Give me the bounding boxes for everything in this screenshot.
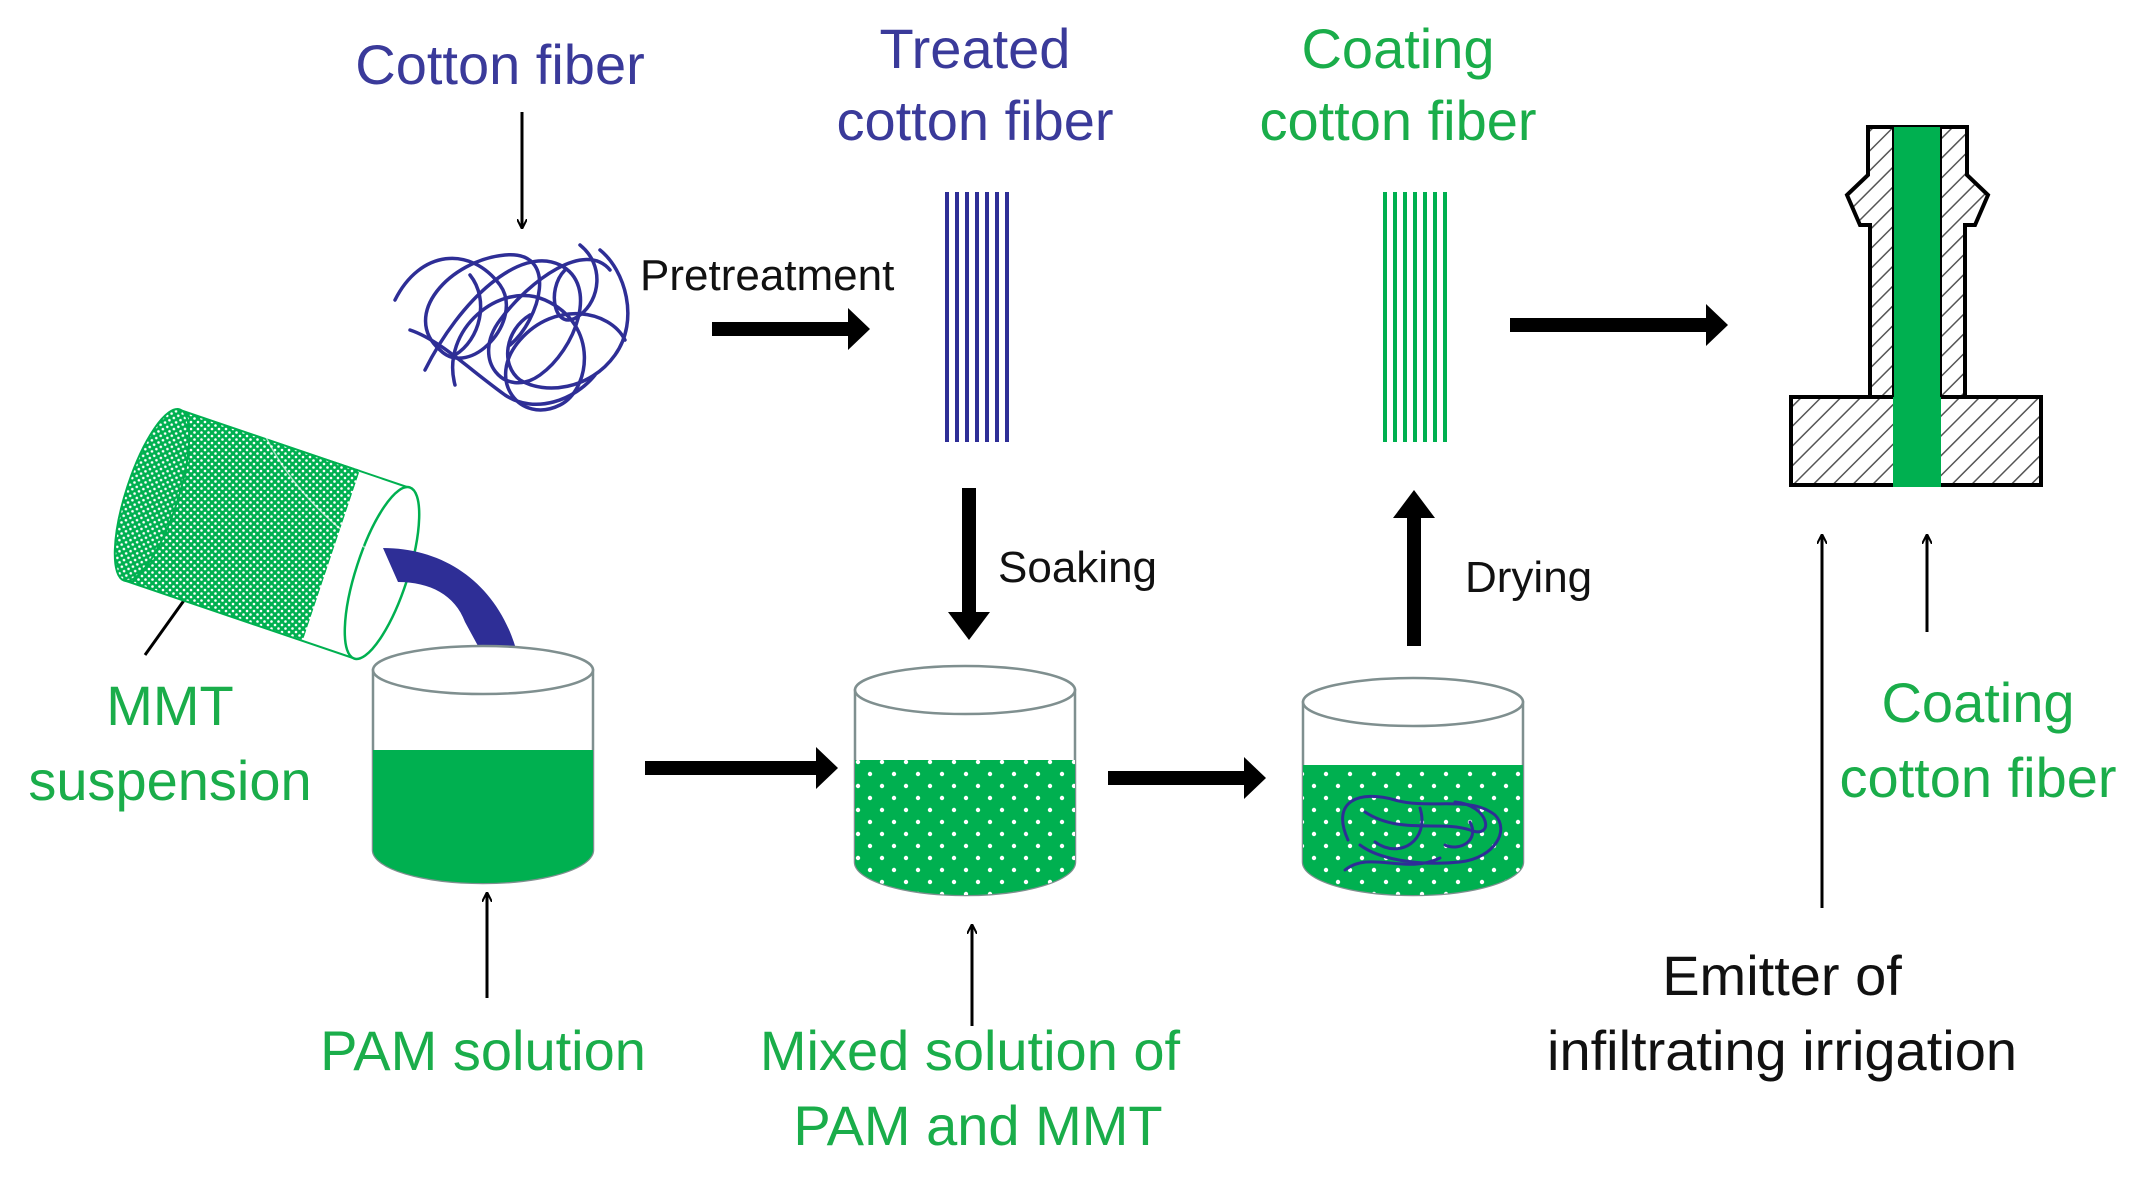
emitter-cross-section-icon xyxy=(1789,125,2043,487)
pouring-container-icon xyxy=(113,408,421,661)
treated-fiber-label-line2: cotton fiber xyxy=(836,89,1113,152)
pam-beaker-icon xyxy=(371,644,595,885)
coating-fiber-top-label-line1: Coating xyxy=(1301,17,1494,80)
drying-label: Drying xyxy=(1465,553,1592,602)
to-emitter-arrow xyxy=(1510,304,1728,346)
treated-fiber-label-line1: Treated xyxy=(880,17,1071,80)
coating-fiber-right-label-line1: Coating xyxy=(1881,671,2074,734)
tangled-cotton-icon xyxy=(393,243,630,412)
green-straight-fibers-icon xyxy=(1383,192,1447,442)
soaking-label: Soaking xyxy=(998,543,1157,592)
mmt-label-line2: suspension xyxy=(28,749,311,812)
drying-arrow xyxy=(1393,490,1435,646)
mmt-label-line1: MMT xyxy=(106,674,234,737)
coating-fiber-top-label-line2: cotton fiber xyxy=(1259,89,1536,152)
mixed-solution-label-line2: PAM and MMT xyxy=(793,1094,1162,1157)
emitter-label-line1: Emitter of xyxy=(1662,944,1902,1007)
pam-to-mixed-arrow xyxy=(645,747,838,789)
soaking-arrow xyxy=(948,488,990,640)
mixed-to-soak-arrow xyxy=(1108,757,1266,799)
cotton-fiber-label: Cotton fiber xyxy=(355,33,645,96)
mixed-beaker-icon xyxy=(853,664,1077,897)
pam-solution-label: PAM solution xyxy=(320,1019,646,1082)
mixed-solution-label-line1: Mixed solution of xyxy=(760,1019,1181,1082)
emitter-label-line2: infiltrating irrigation xyxy=(1547,1019,2017,1082)
pretreatment-arrow xyxy=(712,308,870,350)
coating-fiber-right-label-line2: cotton fiber xyxy=(1839,746,2116,809)
blue-straight-fibers-icon xyxy=(945,192,1009,442)
soaking-beaker-icon xyxy=(1301,676,1525,897)
pretreatment-label: Pretreatment xyxy=(640,251,894,300)
pour-arrow-icon xyxy=(383,548,520,668)
